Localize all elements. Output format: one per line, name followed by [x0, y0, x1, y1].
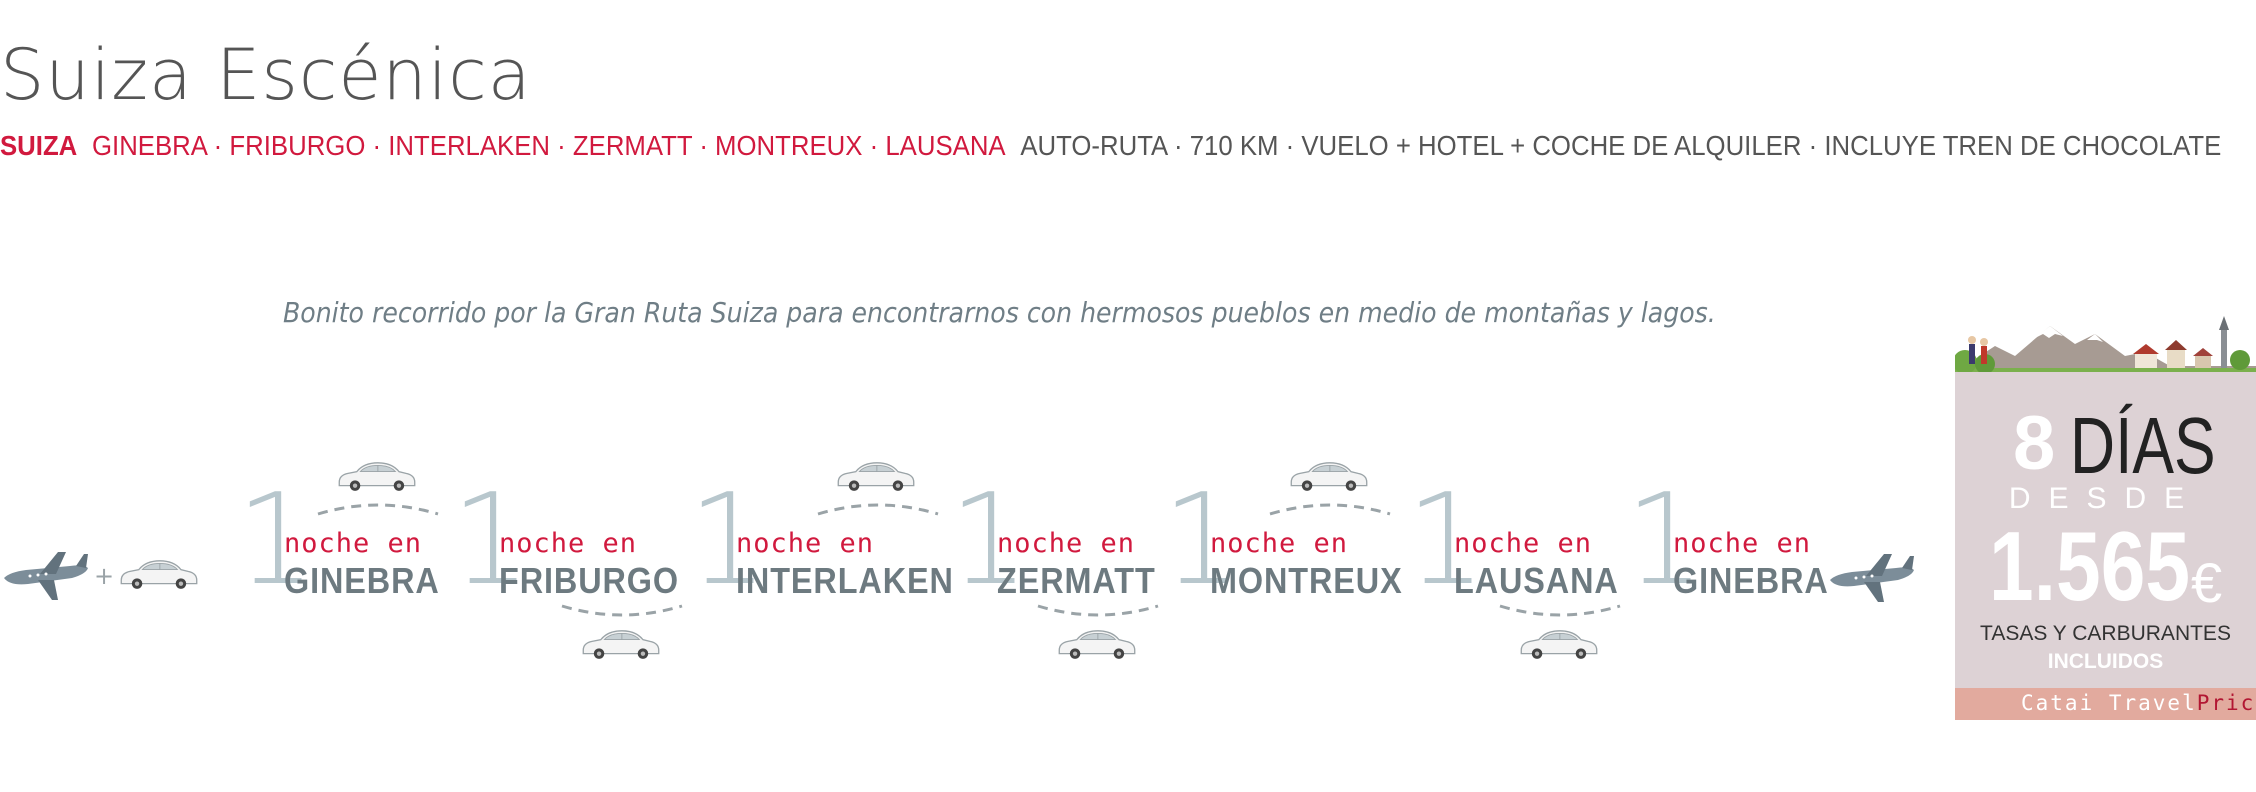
nights-label: noche en [1673, 528, 1812, 559]
car-icon [120, 560, 198, 590]
route-dash [317, 503, 439, 516]
swiss-scenery-illustration [1955, 316, 2256, 378]
taxes-label: TASAS Y CARBURANTES [1980, 622, 2231, 645]
country-label: SUIZA [0, 130, 78, 161]
brand-logo: Catai TravelPricer [2021, 691, 2256, 715]
nights-label: noche en [1454, 528, 1593, 559]
city-name: LAUSANA [1454, 560, 1619, 601]
nights-number: 1 [949, 466, 1030, 613]
city-name: GINEBRA [1673, 560, 1829, 601]
brand-pricer: Pricer [2196, 691, 2256, 715]
car-icon [338, 462, 416, 492]
nights-label: noche en [736, 528, 875, 559]
intro-text: Bonito recorrido por la Gran Ruta Suiza … [283, 296, 1716, 329]
plus-sign: + [94, 562, 115, 590]
city-name: MONTREUX [1210, 560, 1403, 601]
car-icon [1520, 630, 1598, 660]
cities-list: GINEBRA · FRIBURGO · INTERLAKEN · ZERMAT… [92, 130, 1006, 161]
brand-bar: Catai TravelPricer [1955, 688, 2256, 720]
airplane-icon [4, 552, 88, 600]
nights-label: noche en [499, 528, 638, 559]
route-dash [1037, 604, 1159, 617]
nights-label: noche en [1210, 528, 1349, 559]
city-name: INTERLAKEN [736, 560, 954, 601]
car-icon [582, 630, 660, 660]
nights-number: 1 [688, 466, 769, 613]
from-label: DESDE [2008, 482, 2203, 515]
nights-number: 1 [1162, 466, 1243, 613]
nights-label: noche en [997, 528, 1136, 559]
page-title: Suiza Escénica [0, 34, 532, 116]
brand-name: Catai Travel [2021, 691, 2197, 715]
route-dash [1269, 503, 1391, 516]
car-icon [837, 462, 915, 492]
route-dash [1499, 604, 1621, 617]
trip-details: AUTO-RUTA · 710 KM · VUELO + HOTEL + COC… [1020, 130, 2222, 161]
city-name: FRIBURGO [499, 560, 679, 601]
nights-label: noche en [284, 528, 423, 559]
days-number: 8 [2013, 401, 2056, 486]
city-name: ZERMATT [997, 560, 1156, 601]
nights-number: 1 [1625, 466, 1706, 613]
price-amount: 1.565 [1989, 511, 2191, 621]
city-name: GINEBRA [284, 560, 440, 601]
nights-number: 1 [451, 466, 532, 613]
car-icon [1058, 630, 1136, 660]
price-panel: 8 DÍAS DESDE 1.565 € TASAS Y CARBURANTES… [1955, 372, 2256, 718]
nights-number: 1 [236, 466, 317, 613]
airplane-icon [1830, 554, 1914, 602]
route-dash [817, 503, 939, 516]
route-dash [561, 604, 683, 617]
days-word: DÍAS [2070, 401, 2216, 490]
currency-symbol: € [2191, 551, 2223, 614]
included-label: INCLUIDOS [2047, 650, 2164, 673]
car-icon [1290, 462, 1368, 492]
nights-number: 1 [1406, 466, 1487, 613]
route-summary: SUIZA GINEBRA · FRIBURGO · INTERLAKEN · Z… [0, 130, 2221, 162]
